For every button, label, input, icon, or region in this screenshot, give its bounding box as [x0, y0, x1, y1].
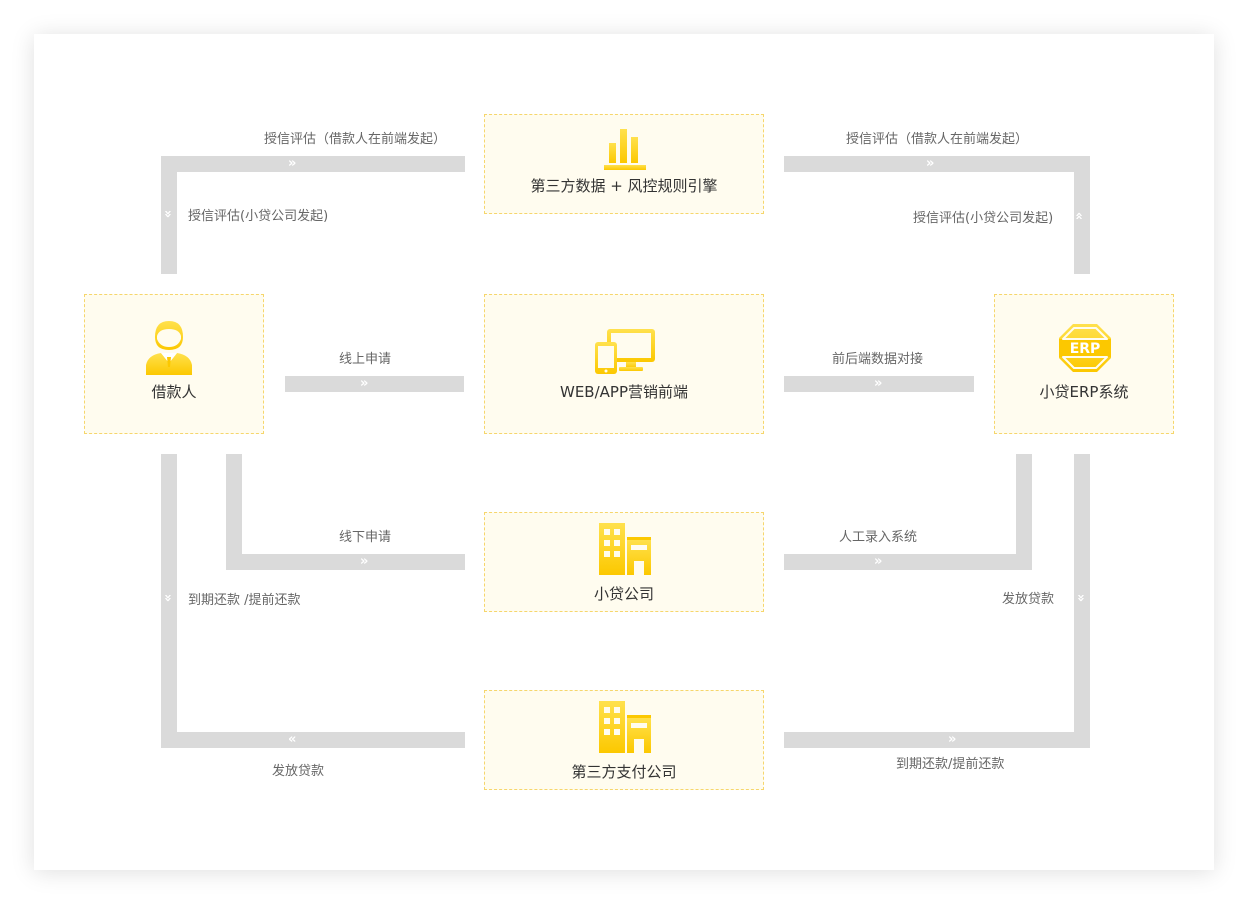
bar-chart-icon [604, 129, 646, 170]
flow-label-offline-apply: 线下申请 [339, 530, 392, 545]
connector-bottom-right-horizontal [784, 732, 1090, 748]
arrow-right-icon: » [288, 156, 297, 171]
flow-label-repay-bottom: 到期还款/提前还款 [896, 757, 1005, 772]
arrow-down-icon: » [160, 593, 176, 603]
arrow-right-icon: » [926, 156, 935, 171]
arrow-right-icon: » [360, 376, 369, 391]
flow-label-disburse-bottom: 发放贷款 [272, 764, 325, 779]
node-payment: 第三方支付公司 [484, 690, 764, 790]
node-label-erp: 小贷ERP系统 [1039, 383, 1129, 401]
connector-top-left-vertical [161, 156, 177, 274]
devices-icon [595, 329, 655, 374]
arrow-right-icon: » [874, 376, 883, 391]
connector-bottom-right-vertical [1074, 454, 1090, 748]
erp-badge-text: ERP [1070, 341, 1101, 357]
flow-label-manual-entry: 人工录入系统 [839, 530, 918, 545]
node-label-borrower: 借款人 [151, 383, 197, 401]
node-erp: ERP 小贷ERP系统 [994, 294, 1174, 434]
connector-manual-vertical [1016, 454, 1032, 570]
flow-label-online-apply: 线上申请 [339, 352, 392, 367]
node-label-payment: 第三方支付公司 [571, 763, 677, 781]
connector-data-sync [784, 376, 974, 392]
node-data-engine: 第三方数据 + 风控规则引擎 [484, 114, 764, 214]
node-company: 小贷公司 [484, 512, 764, 612]
node-label-company: 小贷公司 [593, 585, 654, 603]
building-icon [599, 701, 651, 753]
arrow-up-icon: » [1072, 211, 1088, 221]
flow-label-credit-front-right: 授信评估（借款人在前端发起） [846, 132, 1029, 147]
node-web-app: WEB/APP营销前端 [484, 294, 764, 434]
arrow-down-icon: » [160, 209, 176, 219]
connector-online-apply [285, 376, 464, 392]
arrow-right-icon: » [874, 554, 883, 569]
connector-top-right-vertical [1074, 156, 1090, 274]
arrow-right-icon: » [948, 732, 957, 747]
connector-top-right-horizontal [784, 156, 1090, 172]
flow-label-credit-front-left: 授信评估（借款人在前端发起） [264, 132, 447, 147]
connector-bottom-left-vertical [161, 454, 177, 748]
node-label-data-engine: 第三方数据 + 风控规则引擎 [530, 177, 718, 195]
arrow-left-icon: « [288, 732, 297, 747]
node-label-web-app: WEB/APP营销前端 [559, 383, 688, 401]
connector-manual-horizontal [784, 554, 1032, 570]
connector-offline-vertical [226, 454, 242, 570]
flow-label-data-sync: 前后端数据对接 [832, 352, 924, 367]
flow-label-disburse-right: 发放贷款 [1002, 592, 1055, 607]
arrow-down-icon: » [1073, 593, 1089, 603]
flow-label-credit-company-right: 授信评估(小贷公司发起) [913, 211, 1054, 226]
building-icon [599, 523, 651, 575]
person-icon [146, 321, 192, 375]
node-borrower: 借款人 [84, 294, 264, 434]
erp-badge-icon: ERP [1059, 324, 1111, 372]
flow-label-credit-company-left: 授信评估(小贷公司发起) [188, 209, 329, 224]
connector-top-left-horizontal [161, 156, 465, 172]
connector-bottom-left-horizontal [161, 732, 465, 748]
arrow-right-icon: » [360, 554, 369, 569]
connector-offline-horizontal [226, 554, 465, 570]
flow-label-repay-left: 到期还款 /提前还款 [188, 593, 301, 608]
